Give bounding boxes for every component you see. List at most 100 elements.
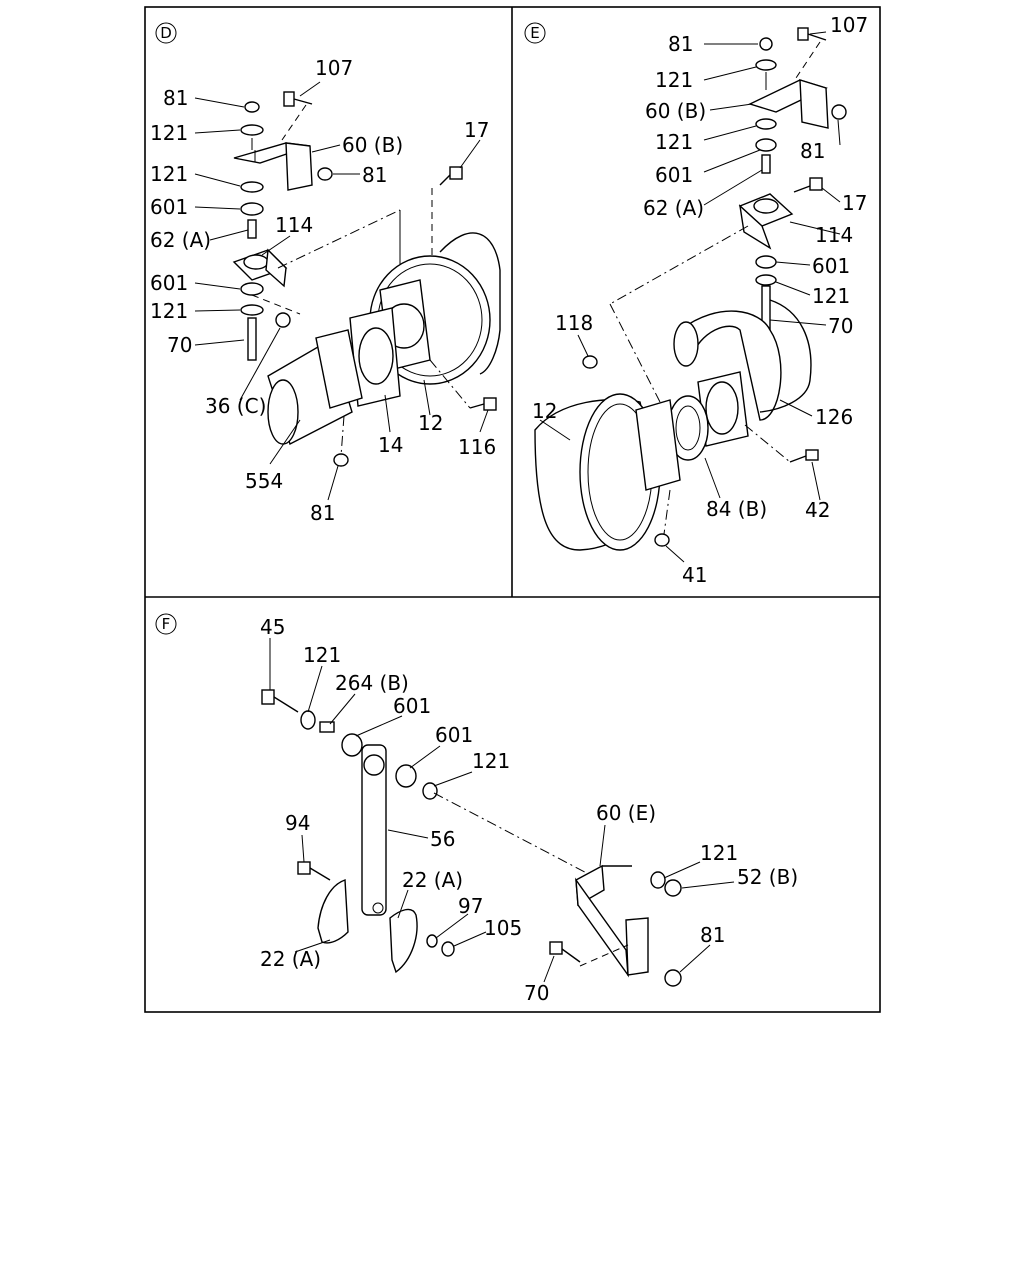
label-d-70: 70 <box>167 333 192 357</box>
view-d-marker <box>155 22 177 44</box>
label-d-60b: 60 (B) <box>342 133 403 157</box>
label-d-17: 17 <box>464 118 489 142</box>
label-d-121: 121 <box>150 299 188 323</box>
diagram-frame <box>144 6 881 1013</box>
view-f-marker <box>155 613 177 635</box>
bolt-17-d <box>439 166 463 186</box>
label-f-45: 45 <box>260 615 285 639</box>
clamp-22a-left-f <box>317 879 349 944</box>
label-f-97: 97 <box>458 894 483 918</box>
link-56-f <box>361 744 387 916</box>
label-e-114: 114 <box>815 223 853 247</box>
view-e: E <box>524 13 868 587</box>
label-e-42: 42 <box>805 498 830 522</box>
label-d-81: 81 <box>163 86 188 110</box>
nut-81-f <box>664 969 682 987</box>
label-f-94: 94 <box>285 811 310 835</box>
label-e-62a: 62 (A) <box>643 196 704 220</box>
bracket-60b-e <box>748 79 829 129</box>
label-d-107: 107 <box>315 56 353 80</box>
label-d-114: 114 <box>275 213 313 237</box>
gasket-14-d <box>349 307 401 407</box>
label-f-52b: 52 (B) <box>737 865 798 889</box>
label-e-17: 17 <box>842 191 867 215</box>
label-e-118: 118 <box>555 311 593 335</box>
bolt-94-f <box>297 861 331 881</box>
washer-97-f <box>426 934 438 948</box>
label-d-121: 121 <box>150 162 188 186</box>
clamp-22a-right-f <box>389 908 418 974</box>
label-f-60e: 60 (E) <box>596 801 656 825</box>
label-d-116: 116 <box>458 435 496 459</box>
label-d-81: 81 <box>310 501 335 525</box>
label-e-126: 126 <box>815 405 853 429</box>
label-f-22a: 22 (A) <box>402 868 463 892</box>
label-e-12: 12 <box>532 399 557 423</box>
bracket-114-e <box>738 193 794 250</box>
label-e-107: 107 <box>830 13 868 37</box>
label-d-12: 12 <box>418 411 443 435</box>
bushing-601-f2 <box>395 764 417 788</box>
label-f-601: 601 <box>435 723 473 747</box>
bolt-107-e <box>797 27 827 41</box>
label-e-60b: 60 (B) <box>645 99 706 123</box>
label-d-554: 554 <box>245 469 283 493</box>
view-e-tag: E <box>530 24 539 42</box>
label-d-601: 601 <box>150 271 188 295</box>
bracket-60e-f <box>575 864 649 978</box>
collar-264b-f <box>319 721 335 733</box>
label-e-121: 121 <box>655 130 693 154</box>
label-e-121: 121 <box>655 68 693 92</box>
label-d-121: 121 <box>150 121 188 145</box>
bracket-114-d <box>232 248 288 288</box>
bushing-601-f <box>341 733 363 757</box>
bolt-42-e <box>789 449 819 463</box>
pipe-554-d <box>267 329 363 446</box>
label-d-601: 601 <box>150 195 188 219</box>
label-e-81: 81 <box>800 139 825 163</box>
leader-lines-d <box>194 81 489 501</box>
label-d-81: 81 <box>362 163 387 187</box>
nut-52b-f <box>664 879 682 897</box>
bolt-17-e <box>793 177 823 193</box>
label-f-264b: 264 (B) <box>335 671 409 695</box>
label-f-121: 121 <box>303 643 341 667</box>
label-d-62a: 62 (A) <box>150 228 211 252</box>
bolt-70-f <box>549 941 581 963</box>
label-d-36c: 36 (C) <box>205 394 266 418</box>
label-f-56: 56 <box>430 827 455 851</box>
label-f-121: 121 <box>700 841 738 865</box>
label-e-601: 601 <box>812 254 850 278</box>
hardware-stack-d <box>240 101 349 467</box>
label-e-70: 70 <box>828 314 853 338</box>
washer-121-f <box>300 710 316 730</box>
bracket-60b-d <box>233 142 313 191</box>
label-f-70: 70 <box>524 981 549 1005</box>
label-f-601: 601 <box>393 694 431 718</box>
view-e-marker <box>524 22 546 44</box>
label-e-84b: 84 (B) <box>706 497 767 521</box>
view-d-tag: D <box>160 24 172 42</box>
label-f-81: 81 <box>700 923 725 947</box>
view-d: D <box>150 22 501 525</box>
washer-121-f2 <box>422 782 438 800</box>
label-d-14: 14 <box>378 433 403 457</box>
bolt-45-f <box>261 689 299 713</box>
washer-121-f3 <box>650 871 666 889</box>
label-e-81: 81 <box>668 32 693 56</box>
view-f-tag: F <box>162 615 171 633</box>
nut-105-f <box>441 941 455 957</box>
gasket-84b-e <box>667 395 709 461</box>
label-e-601: 601 <box>655 163 693 187</box>
bolt-116-d <box>469 397 497 411</box>
pipe-126-e <box>673 299 812 421</box>
leader-lines-e <box>539 31 841 563</box>
label-e-121: 121 <box>812 284 850 308</box>
label-e-41: 41 <box>682 563 707 587</box>
label-f-105: 105 <box>484 916 522 940</box>
label-f-22a: 22 (A) <box>260 947 321 971</box>
hardware-stack-e <box>582 37 847 547</box>
leader-lines-f <box>269 638 735 983</box>
label-f-121: 121 <box>472 749 510 773</box>
